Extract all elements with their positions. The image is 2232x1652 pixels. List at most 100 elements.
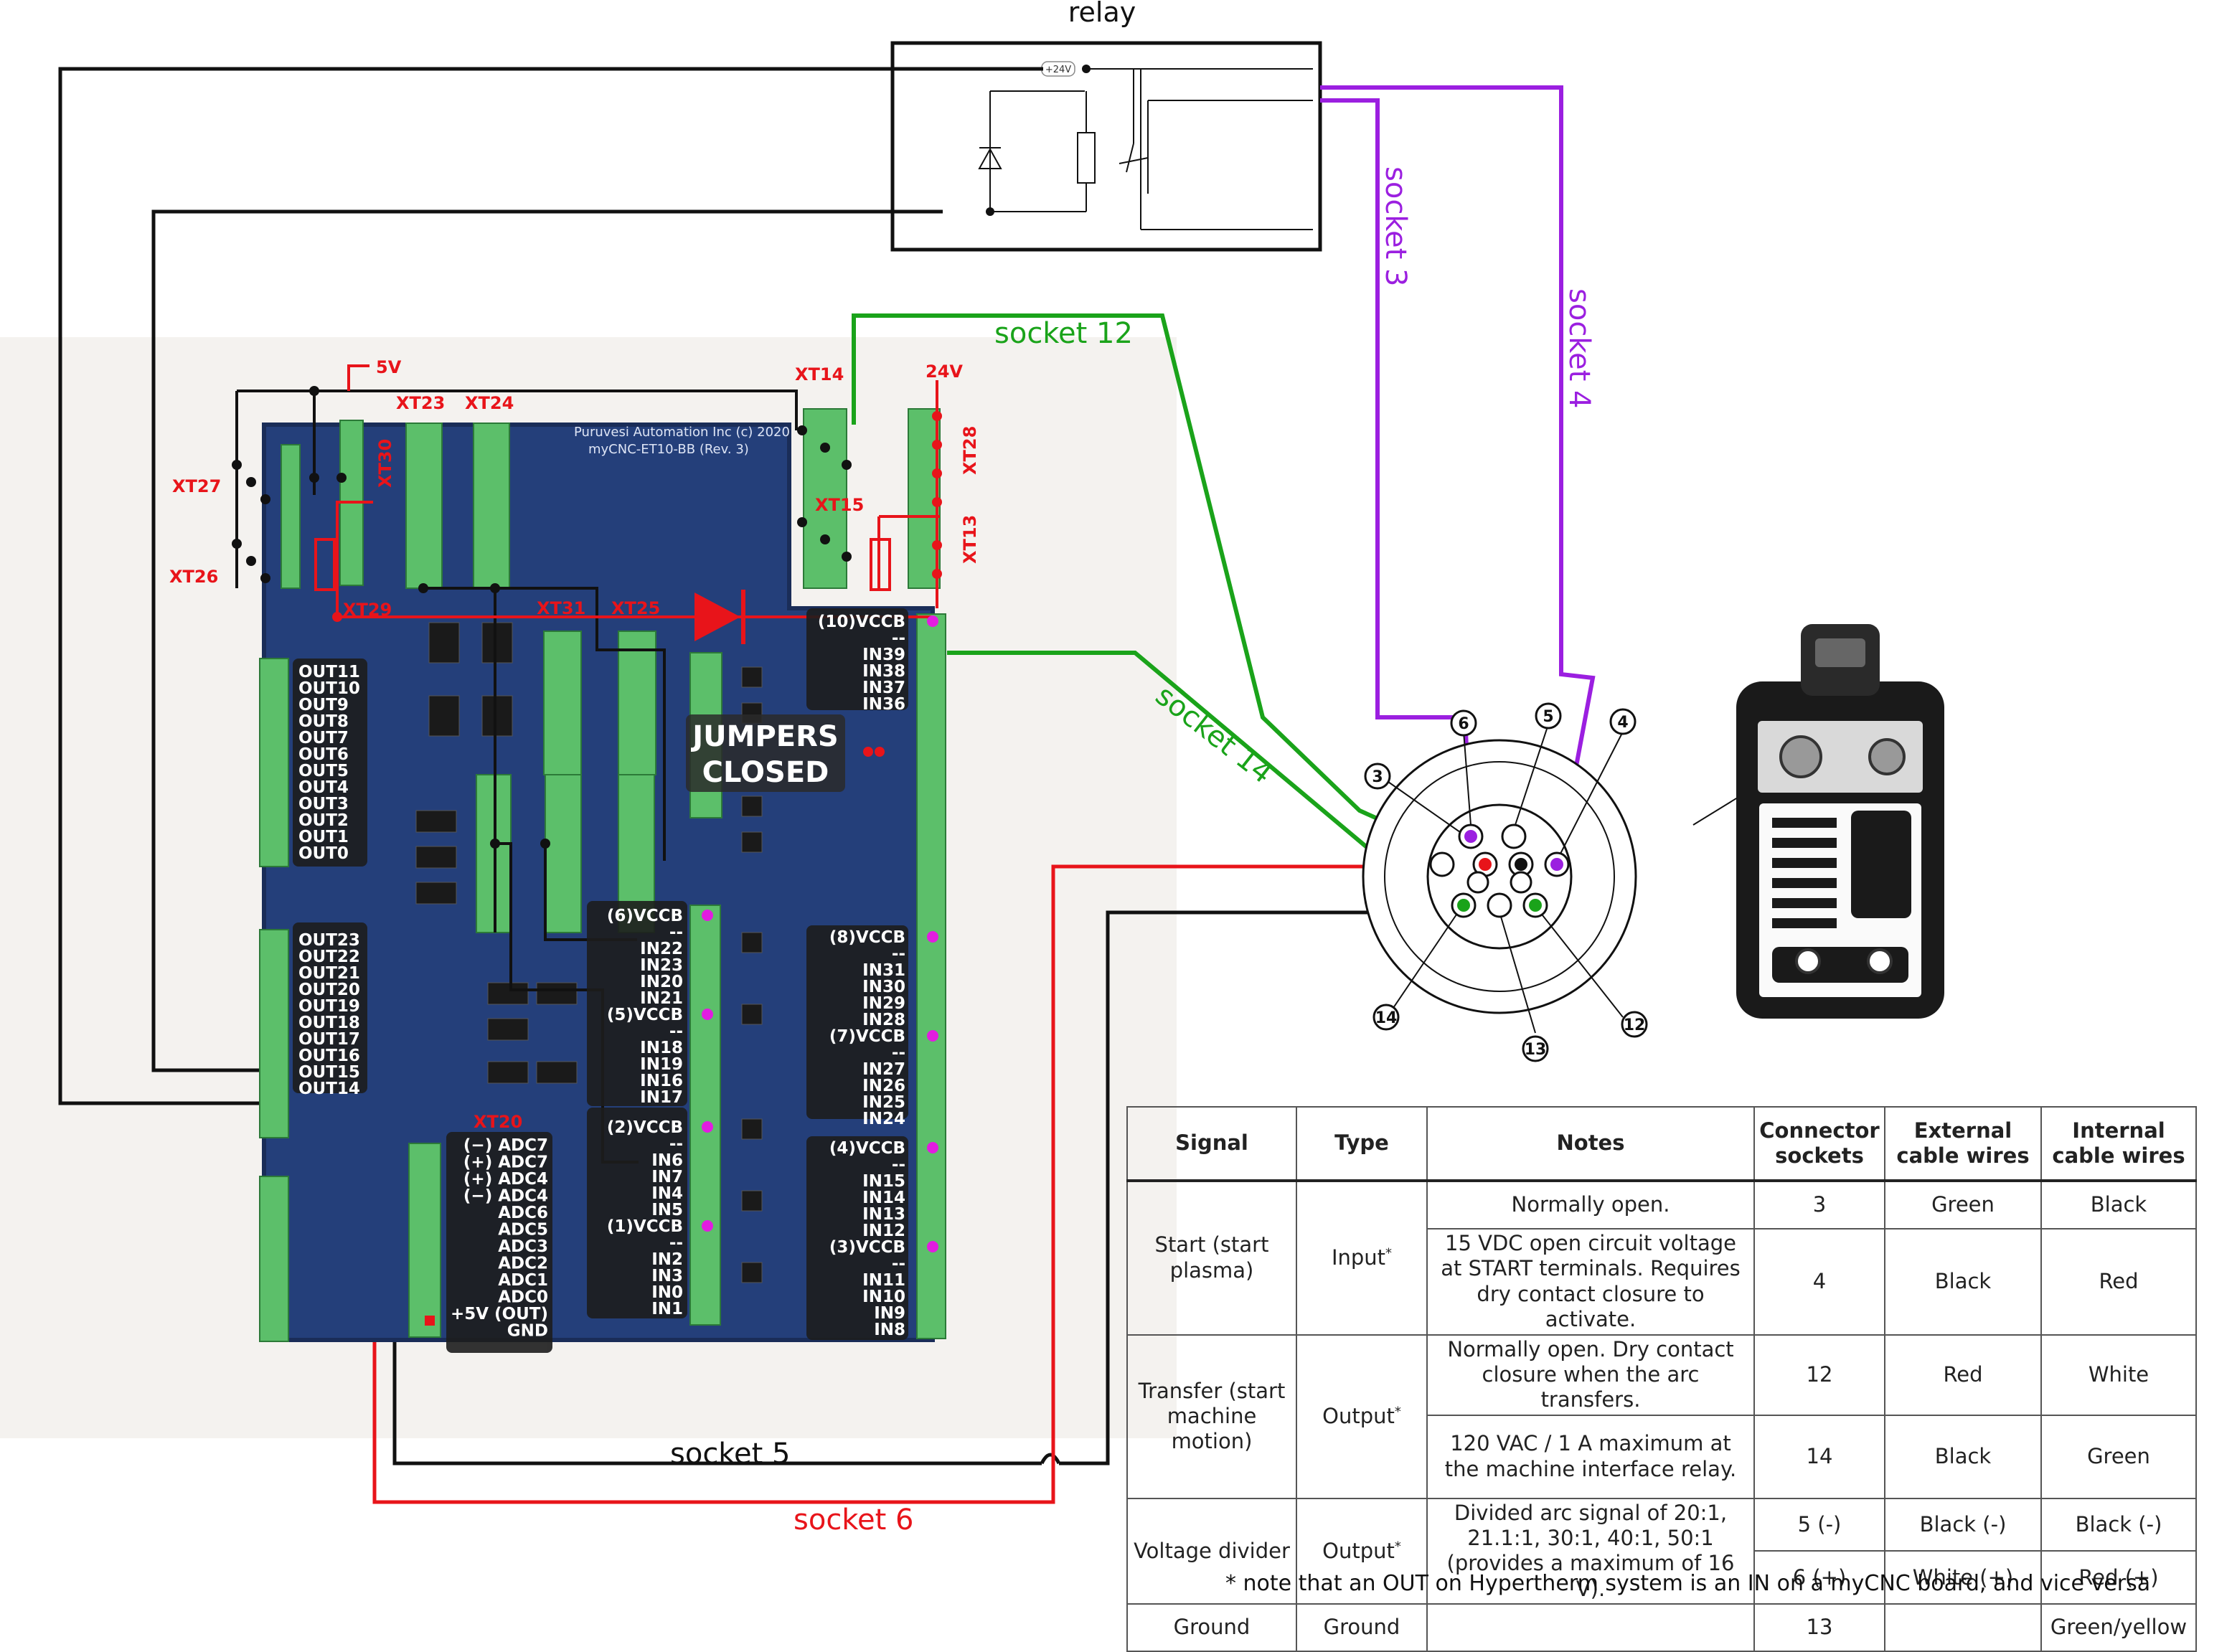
pin-label: -- (892, 1156, 905, 1174)
pin-label: IN19 (640, 1055, 683, 1074)
pin-label: IN5 (651, 1201, 683, 1219)
pin-label: GND (507, 1322, 548, 1341)
conn-xt28: XT28 (960, 426, 980, 475)
cell-notes: Normally open. Dry contact closure when … (1426, 1334, 1755, 1416)
cell-internal: Green/yellow (2040, 1603, 2197, 1652)
header-signal: Signal (1126, 1106, 1297, 1181)
pin-label: OUT19 (298, 997, 360, 1016)
pin-label: (3)VCCB (829, 1238, 905, 1257)
conn-xt26: XT26 (169, 567, 218, 587)
conn-xt15: XT15 (815, 495, 864, 515)
vccb-pin-marker (927, 1142, 938, 1153)
pin-label: OUT18 (298, 1014, 360, 1032)
pin-label: OUT21 (298, 964, 360, 983)
cell-type: Input* (1296, 1180, 1428, 1336)
header-notes: Notes (1426, 1106, 1755, 1181)
pin-label: IN20 (640, 973, 683, 991)
pin-label: OUT16 (298, 1047, 360, 1065)
cell-external: Green (1884, 1180, 2042, 1229)
pin-label: IN29 (862, 994, 905, 1013)
label-24v: 24V (926, 362, 963, 382)
conn-xt24: XT24 (465, 393, 514, 413)
pin-label: IN23 (640, 956, 683, 975)
pin-callout-circle (1372, 1004, 1400, 1031)
pin-label: IN39 (862, 646, 905, 664)
pin-label: (1)VCCB (607, 1217, 683, 1236)
pin-label: OUT15 (298, 1063, 360, 1082)
pin-callout-number: 4 (1617, 714, 1628, 732)
header-connector-sockets: Connector sockets (1753, 1106, 1885, 1181)
pin-label: (8)VCCB (829, 928, 905, 947)
conn-xt31: XT31 (537, 598, 585, 618)
conn-xt25: XT25 (611, 598, 660, 618)
pin-label: IN13 (862, 1205, 905, 1224)
pin-label: -- (669, 923, 683, 942)
pin-callout-number: 5 (1543, 708, 1553, 726)
cell-external: Red (1884, 1334, 2042, 1416)
footnote: * note that an OUT on Hypertherm system … (1225, 1571, 2151, 1596)
vccb-pin-marker (702, 1009, 713, 1020)
pin-label: IN11 (862, 1271, 905, 1290)
controller-board: Puruvesi Automation Inc (c) 2020 myCNC-E… (169, 357, 980, 1353)
pin-label: IN2 (651, 1250, 683, 1269)
pin-label: OUT1 (298, 828, 349, 846)
label-socket-6: socket 6 (794, 1504, 914, 1537)
pin-label: ADC5 (498, 1221, 548, 1240)
label-socket-5: socket 5 (670, 1438, 791, 1471)
pin-label: -- (669, 1234, 683, 1252)
pin-label: (7)VCCB (829, 1027, 905, 1046)
relay-block: relay +24V (890, 0, 1322, 252)
header-internal-wires: Internal cable wires (2040, 1106, 2197, 1181)
table-row: Transfer (start machine motion) Output* … (1126, 1334, 2197, 1499)
board-name-line2: myCNC-ET10-BB (Rev. 3) (588, 442, 749, 457)
pin-callout-number: 6 (1458, 715, 1469, 733)
pin-label: (5)VCCB (607, 1006, 683, 1024)
header-type: Type (1296, 1106, 1428, 1181)
pin-label: IN8 (874, 1321, 905, 1339)
pin-label: ADC2 (498, 1255, 548, 1273)
cell-internal: Green (2040, 1414, 2197, 1499)
wire-relay-coil-plus (58, 67, 1043, 1105)
vccb-pin-marker (702, 1220, 713, 1232)
pin-label: OUT2 (298, 811, 349, 830)
cell-socket: 3 (1753, 1180, 1885, 1229)
relay-title: relay (1068, 0, 1136, 28)
pin-label: OUT23 (298, 931, 360, 950)
pin-label: IN31 (862, 961, 905, 980)
cell-external (1884, 1603, 2042, 1652)
table-row: 6 (+) White (+) Red (+) (1127, 1550, 2197, 1605)
cell-signal: Transfer (start machine motion) (1126, 1334, 1297, 1499)
pin-label: IN37 (862, 679, 905, 697)
pin-callout-circle (1450, 709, 1477, 737)
pin-label: -- (892, 629, 905, 648)
wire-socket-4 (1320, 85, 1596, 870)
conn-xt30: XT30 (375, 439, 395, 488)
pin-callout-circle (1621, 1011, 1648, 1038)
pin-label: OUT7 (298, 729, 349, 747)
conn-xt13: XT13 (960, 515, 980, 564)
board-name-line1: Puruvesi Automation Inc (c) 2020 (574, 425, 790, 440)
cell-notes: 15 VDC open circuit voltage at START ter… (1426, 1228, 1755, 1336)
pin-label: -- (892, 1255, 905, 1273)
pin-label: IN27 (862, 1060, 905, 1079)
relay-supply-label: +24V (1045, 65, 1071, 75)
cell-notes: 120 VAC / 1 A maximum at the machine int… (1426, 1414, 1755, 1499)
pin-callout-number: 14 (1375, 1009, 1398, 1027)
label-5v: 5V (376, 357, 402, 377)
table-row: 120 VAC / 1 A maximum at the machine int… (1127, 1414, 2197, 1499)
pin-label: (6)VCCB (607, 907, 683, 925)
vccb-pin-marker (927, 615, 938, 627)
cell-internal: Black (-) (2040, 1497, 2197, 1552)
pin-label: IN16 (640, 1072, 683, 1090)
pin-label: OUT11 (298, 663, 360, 681)
pin-label: IN9 (874, 1304, 905, 1323)
pin-label: IN12 (862, 1222, 905, 1240)
pin-label: OUT8 (298, 712, 349, 731)
table-row: 15 VDC open circuit voltage at START ter… (1127, 1228, 2197, 1336)
pin-label: (4)VCCB (829, 1139, 905, 1158)
cell-external: Black (-) (1884, 1497, 2042, 1552)
cell-internal: Red (2040, 1228, 2197, 1336)
cell-type: Ground (1296, 1603, 1428, 1652)
cell-socket: 14 (1753, 1414, 1885, 1499)
